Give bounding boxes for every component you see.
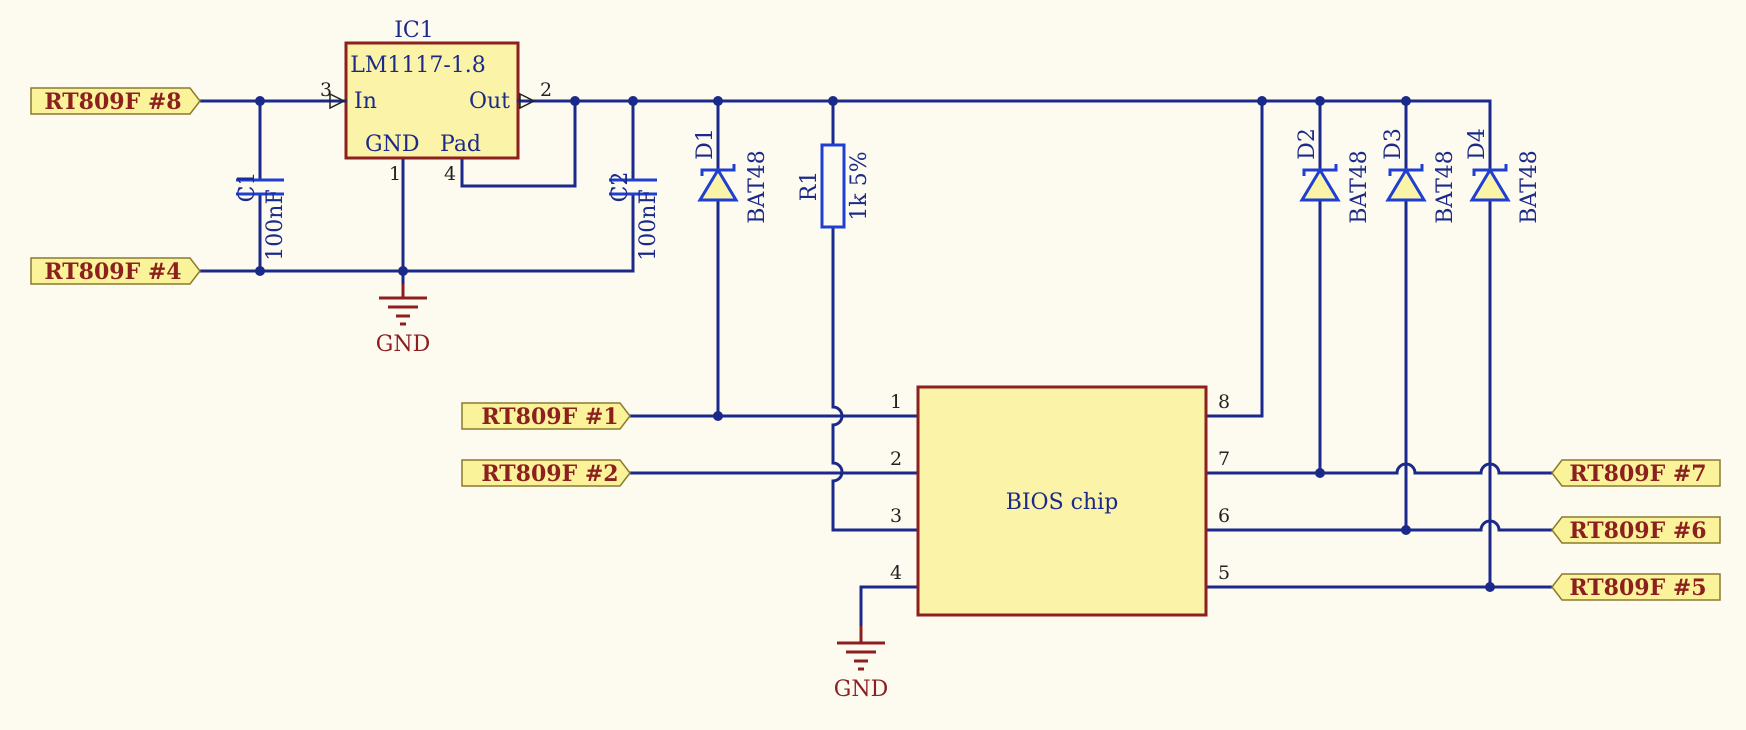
diode-d2-ref: D2 (1295, 128, 1320, 160)
diode-d1: D1 BAT48 (693, 128, 770, 224)
regulator-pin-out-num: 2 (540, 79, 552, 101)
bios-pin-6: 6 (1218, 505, 1230, 527)
port-rt809f-4-label: RT809F #4 (44, 259, 181, 285)
diode-d3-ref: D3 (1381, 128, 1406, 160)
diode-d1-value: BAT48 (745, 150, 770, 224)
port-rt809f-2-label: RT809F #2 (481, 461, 618, 487)
port-rt809f-5-label: RT809F #5 (1569, 575, 1706, 601)
port-rt809f-6: RT809F #6 (1551, 516, 1721, 544)
diode-d3-value: BAT48 (1433, 150, 1458, 224)
resistor-r1-ref: R1 (797, 171, 822, 202)
port-rt809f-6-label: RT809F #6 (1569, 518, 1706, 544)
regulator-pin-out-name: Out (469, 89, 510, 114)
junction-dots (255, 96, 1495, 592)
ground-symbol-bottom: GND (834, 626, 888, 702)
bios-pin-2: 2 (890, 448, 902, 470)
bios-pin-4: 4 (890, 562, 902, 584)
bios-pin-1: 1 (890, 391, 902, 413)
port-rt809f-8-label: RT809F #8 (44, 89, 181, 115)
port-rt809f-1: RT809F #1 (461, 402, 631, 430)
regulator-designator: IC1 (394, 18, 434, 43)
capacitor-c1-value: 100nF (263, 189, 288, 260)
diode-d2-value: BAT48 (1347, 150, 1372, 224)
diode-d4-value: BAT48 (1517, 150, 1542, 224)
regulator-pin-gnd-num: 1 (389, 163, 401, 185)
capacitor-c2-ref: C2 (608, 172, 633, 203)
port-rt809f-5: RT809F #5 (1551, 573, 1721, 601)
port-rt809f-2: RT809F #2 (461, 459, 631, 487)
port-rt809f-7-label: RT809F #7 (1569, 461, 1706, 487)
diode-d3: D3 BAT48 (1381, 128, 1458, 224)
port-rt809f-1-label: RT809F #1 (481, 404, 618, 430)
port-rt809f-7: RT809F #7 (1551, 459, 1721, 487)
capacitor-c1: C1 100nF (235, 172, 288, 261)
regulator-pin-in-num: 3 (320, 79, 332, 101)
capacitor-c1-ref: C1 (235, 172, 260, 203)
bios-pin-7: 7 (1218, 448, 1230, 470)
diode-d2: D2 BAT48 (1295, 128, 1372, 224)
diode-d4: D4 BAT48 (1465, 128, 1542, 224)
capacitor-c2-value: 100nF (636, 189, 661, 260)
port-rt809f-8: RT809F #8 (30, 87, 201, 115)
regulator-pin-in-name: In (354, 89, 377, 114)
bios-pin-8: 8 (1218, 391, 1230, 413)
bios-chip: BIOS chip 1 2 3 4 5 6 7 8 (890, 385, 1230, 617)
resistor-r1-value: 1k 5% (847, 151, 872, 220)
regulator-pin-gnd-name: GND (365, 132, 419, 157)
regulator-ic1: IC1 LM1117-1.8 In Out GND Pad 3 2 1 4 (288, 18, 552, 185)
ground-label-top: GND (376, 332, 430, 357)
diode-d1-ref: D1 (693, 128, 718, 160)
port-rt809f-4: RT809F #4 (30, 257, 201, 285)
bios-pin-3: 3 (890, 505, 902, 527)
bios-chip-label: BIOS chip (1006, 490, 1119, 515)
resistor-r1: R1 1k 5% (797, 143, 872, 229)
ground-label-bottom: GND (834, 677, 888, 702)
ground-symbol-top: GND (376, 284, 430, 357)
capacitor-c2: C2 100nF (608, 172, 661, 261)
bios-pin-5: 5 (1218, 562, 1230, 584)
regulator-pin-pad-num: 4 (444, 163, 456, 185)
regulator-pin-pad-name: Pad (440, 132, 481, 157)
regulator-part: LM1117-1.8 (350, 53, 486, 78)
diode-d4-ref: D4 (1465, 128, 1490, 160)
wires (198, 99, 1554, 642)
